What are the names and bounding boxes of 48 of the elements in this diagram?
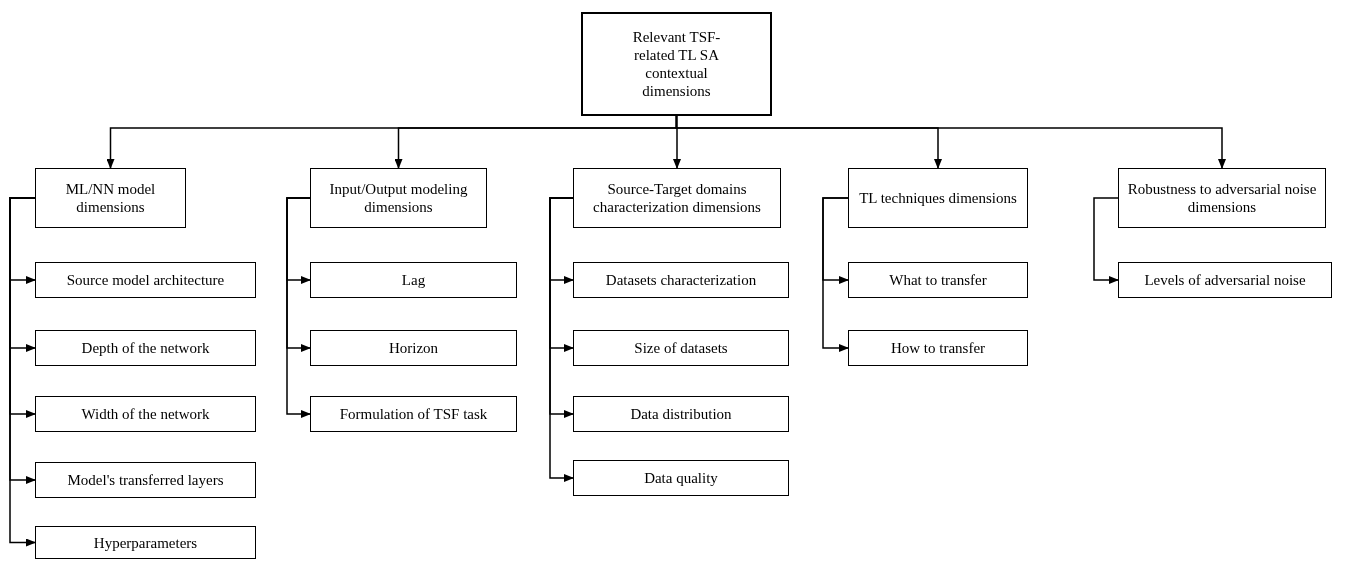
category-box	[35, 462, 256, 498]
box-label: What to transfer	[889, 271, 987, 289]
box-label: Model's transferred layers	[67, 471, 224, 489]
category-box	[573, 168, 781, 228]
box-label: TL techniques dimensions	[859, 189, 1017, 207]
box-label: Source-Target domains characterization dimensions	[592, 180, 762, 216]
arrow	[675, 115, 1226, 169]
box-label: Depth of the network	[81, 339, 210, 357]
category-box	[35, 262, 256, 298]
box-label: Formulation of TSF task	[339, 405, 488, 423]
box-label: Datasets characterization	[605, 271, 757, 289]
category-box	[848, 262, 1028, 298]
category-box	[1118, 168, 1326, 228]
category-box	[310, 262, 517, 298]
arrow	[822, 197, 849, 352]
arrow	[549, 197, 574, 482]
category-box	[573, 330, 789, 366]
box-label: Size of datasets	[634, 339, 728, 357]
arrow	[286, 197, 311, 418]
arrow	[1093, 197, 1119, 284]
box-label: Levels of adversarial noise	[1144, 271, 1306, 289]
category-box	[310, 168, 487, 228]
category-box	[35, 168, 186, 228]
box-label: How to transfer	[890, 339, 986, 357]
category-box	[310, 330, 517, 366]
box-label: ML/NN model dimensions	[64, 180, 157, 216]
category-box	[35, 396, 256, 432]
category-box	[35, 330, 256, 366]
box-label: Source model architecture	[66, 271, 225, 289]
box-label: Robustness to adversarial noise dimensions	[1127, 180, 1317, 216]
box-label: Data quality	[644, 469, 718, 487]
category-box	[573, 460, 789, 496]
category-box	[35, 526, 256, 559]
box-label: Hyperparameters	[93, 533, 198, 552]
box-label: Input/Output modeling dimensions	[328, 180, 469, 216]
category-box	[573, 262, 789, 298]
category-box	[1118, 262, 1332, 298]
category-box	[573, 396, 789, 432]
box-label: Horizon	[388, 339, 439, 357]
category-box	[310, 396, 517, 432]
box-label: Data distribution	[630, 405, 732, 423]
arrow	[9, 197, 36, 547]
box-label: Relevant TSF-related TL SA contextual dimensions	[631, 28, 722, 100]
category-box	[848, 330, 1028, 366]
category-box	[848, 168, 1028, 228]
box-label: Lag	[401, 271, 426, 289]
root-box	[581, 12, 772, 116]
box-label: Width of the network	[81, 405, 210, 423]
